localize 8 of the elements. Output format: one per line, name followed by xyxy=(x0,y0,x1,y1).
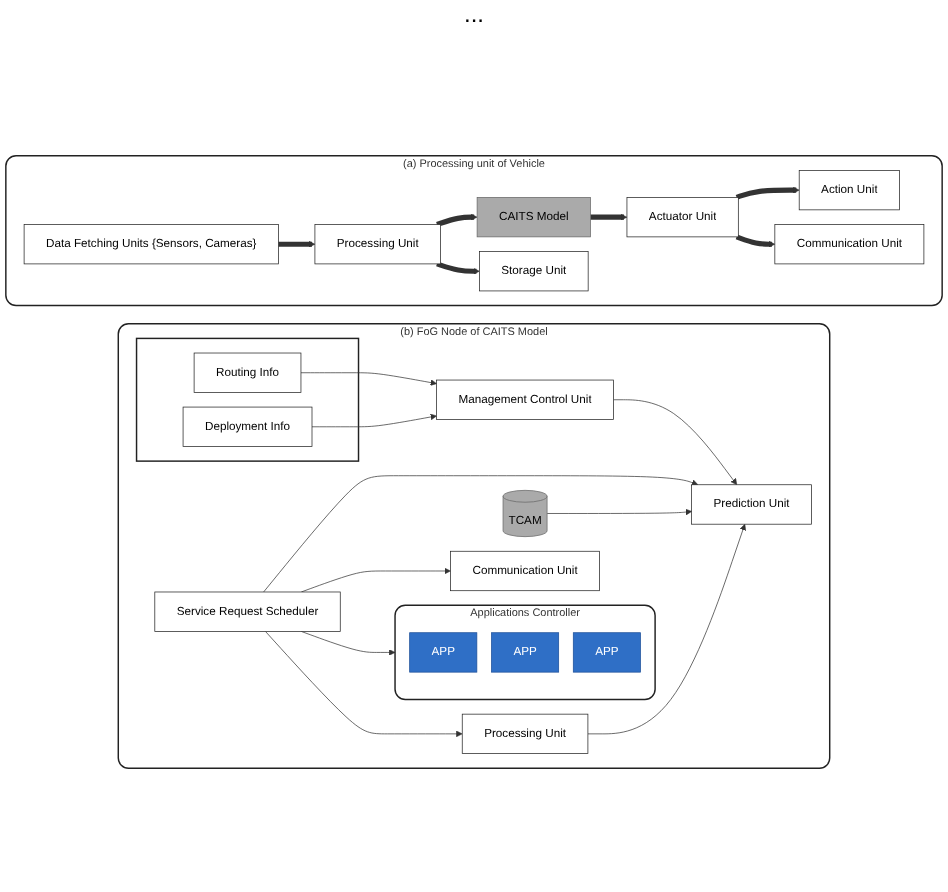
arrow xyxy=(590,213,628,221)
arrow xyxy=(436,261,480,275)
ellipsis-note: ... xyxy=(463,0,484,28)
arrow xyxy=(735,186,800,200)
cluster xyxy=(135,337,360,462)
arrow xyxy=(735,234,776,248)
arrow xyxy=(436,213,478,227)
arrow xyxy=(278,240,316,248)
